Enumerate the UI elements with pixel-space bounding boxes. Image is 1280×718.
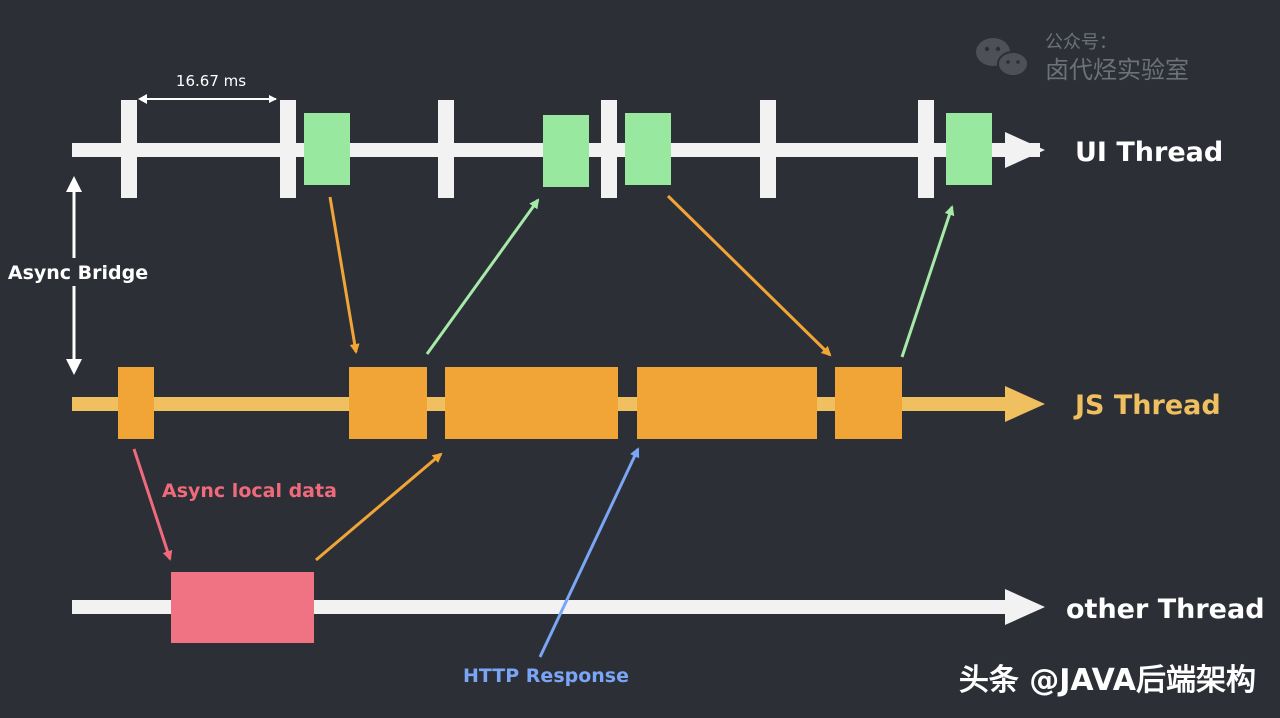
ui-task-block: [946, 113, 992, 185]
ui-task-block: [625, 113, 671, 185]
js-task-block: [445, 367, 618, 439]
footer-watermark: 头条 @JAVA后端架构: [959, 663, 1256, 698]
arrow-js-to-ui: [900, 205, 955, 358]
other-task-block: [171, 572, 314, 643]
ui-thread-label: UI Thread: [1075, 137, 1223, 168]
watermark-line1: 公众号：: [1045, 32, 1117, 53]
js-thread: JS Thread: [72, 367, 1221, 439]
vsync-tick: [918, 100, 934, 198]
vsync-tick: [760, 100, 776, 198]
arrow-other-to-js: [315, 452, 443, 562]
js-task-block: [118, 367, 154, 439]
vsync-tick: [601, 100, 617, 198]
watermark: 公众号： 卤代烃实验室: [976, 32, 1189, 84]
vsync-tick: [280, 100, 296, 198]
ui-task-block: [543, 115, 589, 187]
ui-thread: UI Thread: [72, 100, 1223, 198]
arrow-http-response: [538, 447, 640, 658]
js-thread-arrowhead: [1005, 386, 1045, 422]
arrow-ui-to-js: [666, 194, 832, 357]
frame-interval-label: 16.67 ms: [176, 72, 246, 90]
async-bridge-label: Async Bridge: [8, 262, 148, 284]
async-local-data-label: Async local data: [162, 480, 337, 502]
arrow-ui-to-js: [328, 196, 360, 354]
ui-task-block: [304, 113, 350, 185]
other-thread-arrowhead: [1005, 589, 1045, 625]
frame-interval-marker: 16.67 ms: [138, 72, 277, 104]
other-thread-label: other Thread: [1066, 594, 1265, 625]
arrow-js-to-ui: [425, 198, 540, 355]
js-thread-label: JS Thread: [1073, 390, 1221, 421]
async-bridge: Async Bridge: [8, 176, 148, 375]
arrow-js-to-other: [132, 448, 173, 561]
wechat-icon: [976, 38, 1029, 77]
vsync-tick: [438, 100, 454, 198]
js-task-block: [637, 367, 817, 439]
js-task-block: [835, 367, 902, 439]
watermark-line2: 卤代烃实验室: [1045, 56, 1189, 84]
other-thread: other Thread: [72, 572, 1265, 643]
ui-thread-arrowhead: [1005, 132, 1045, 168]
vsync-tick: [121, 100, 137, 198]
js-task-block: [349, 367, 427, 439]
http-response-label: HTTP Response: [463, 665, 629, 687]
